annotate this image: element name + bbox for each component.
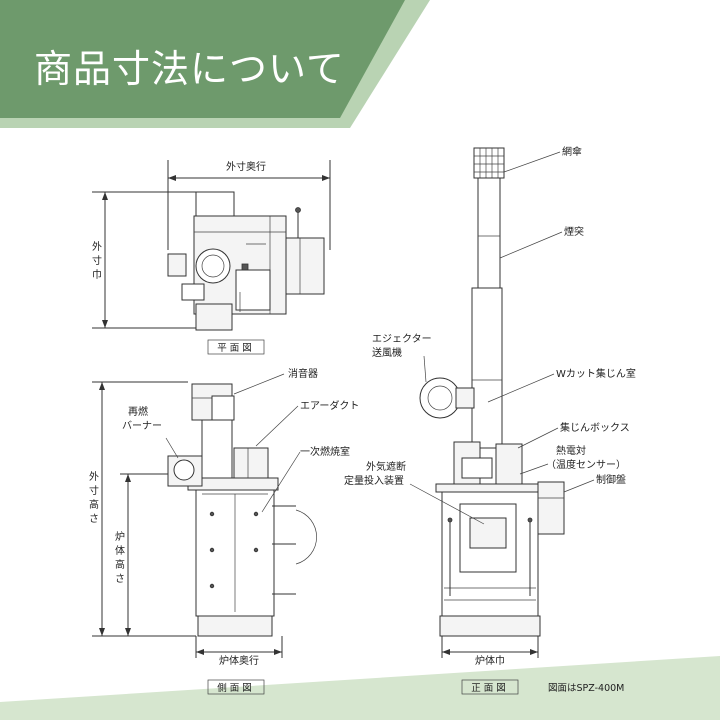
side-furnace-height-char-4: さ — [115, 573, 125, 585]
plan-depth-label: 外寸奥行 — [226, 160, 266, 173]
side-height-char-1: 外 — [89, 471, 99, 483]
label-air-duct: エアーダクト — [300, 399, 359, 412]
label-muffler: 消音器 — [288, 367, 318, 380]
model-note: 図面はSPZ-400M — [548, 683, 624, 694]
label-mesh-cap: 網傘 — [562, 145, 582, 158]
footer-shape — [0, 656, 720, 720]
side-height-char-3: 高 — [89, 498, 99, 511]
label-w-cut: Wカット集じん室 — [556, 367, 636, 380]
label-ejector-line1: エジェクター — [372, 333, 432, 345]
side-height-char-4: さ — [89, 513, 99, 525]
plan-width-char-3: 巾 — [92, 268, 102, 281]
front-view-caption: 正面図 — [471, 683, 509, 694]
footer-band — [0, 656, 720, 720]
label-reburn-line1: 再燃 — [128, 405, 148, 418]
side-view-caption: 側面図 — [217, 682, 255, 694]
label-dust-box: 集じんボックス — [560, 421, 630, 434]
plan-view-caption: 平面図 — [217, 343, 255, 354]
banner-dark-band — [0, 0, 405, 118]
label-reburn-line2: バーナー — [122, 420, 162, 432]
label-primary-chamber: 一次燃焼室 — [300, 445, 350, 458]
page-title: 商品寸法について — [34, 47, 345, 91]
side-furnace-height-char-2: 体 — [115, 545, 125, 557]
side-height-char-2: 寸 — [89, 484, 99, 497]
side-furnace-depth-label: 炉体奥行 — [219, 654, 259, 667]
plan-view: 外寸奥行 外 寸 巾 平面図 — [92, 160, 331, 355]
side-view: 外 寸 高 さ 炉 体 高 さ 炉体奥行 — [89, 367, 359, 695]
side-furnace-height-char-1: 炉 — [115, 531, 125, 543]
front-view: 炉体巾 網傘 煙突 エジェクター 送風機 Wカット集じん室 集じんボックス 熱電… — [344, 145, 636, 695]
label-thermo-line2: （温度センサー） — [546, 458, 626, 471]
plan-width-char-2: 寸 — [92, 254, 102, 267]
plan-width-char-1: 外 — [92, 241, 102, 253]
label-ejector-line2: 送風機 — [372, 346, 402, 359]
label-thermo-line1: 熱電対 — [556, 444, 586, 457]
side-furnace-height-char-3: 高 — [115, 558, 125, 571]
label-feeder-line2: 定量投入装置 — [344, 474, 404, 487]
label-feeder-line1: 外気遮断 — [366, 460, 406, 473]
label-chimney: 煙突 — [564, 225, 584, 238]
label-control-panel: 制御盤 — [596, 473, 626, 486]
front-width-label: 炉体巾 — [475, 654, 505, 667]
header-banner — [0, 0, 430, 128]
